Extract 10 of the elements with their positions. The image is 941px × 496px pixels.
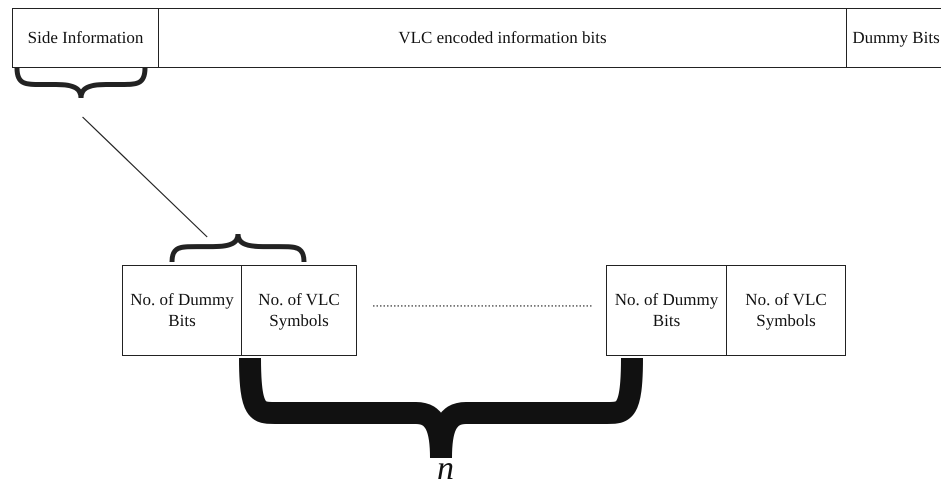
leader-line bbox=[82, 116, 208, 238]
field-cell: Dummy Bits bbox=[846, 8, 941, 68]
count-label: n bbox=[437, 452, 454, 486]
field-cell: No. of Dummy Bits bbox=[122, 265, 242, 356]
field-cell: No. of VLC Symbols bbox=[241, 265, 357, 356]
field-cell: No. of VLC Symbols bbox=[726, 265, 846, 356]
field-cell: Side Information bbox=[12, 8, 159, 68]
field-cell: No. of Dummy Bits bbox=[606, 265, 727, 356]
field-cell: VLC encoded information bits bbox=[158, 8, 847, 68]
dotted-line bbox=[373, 305, 592, 307]
